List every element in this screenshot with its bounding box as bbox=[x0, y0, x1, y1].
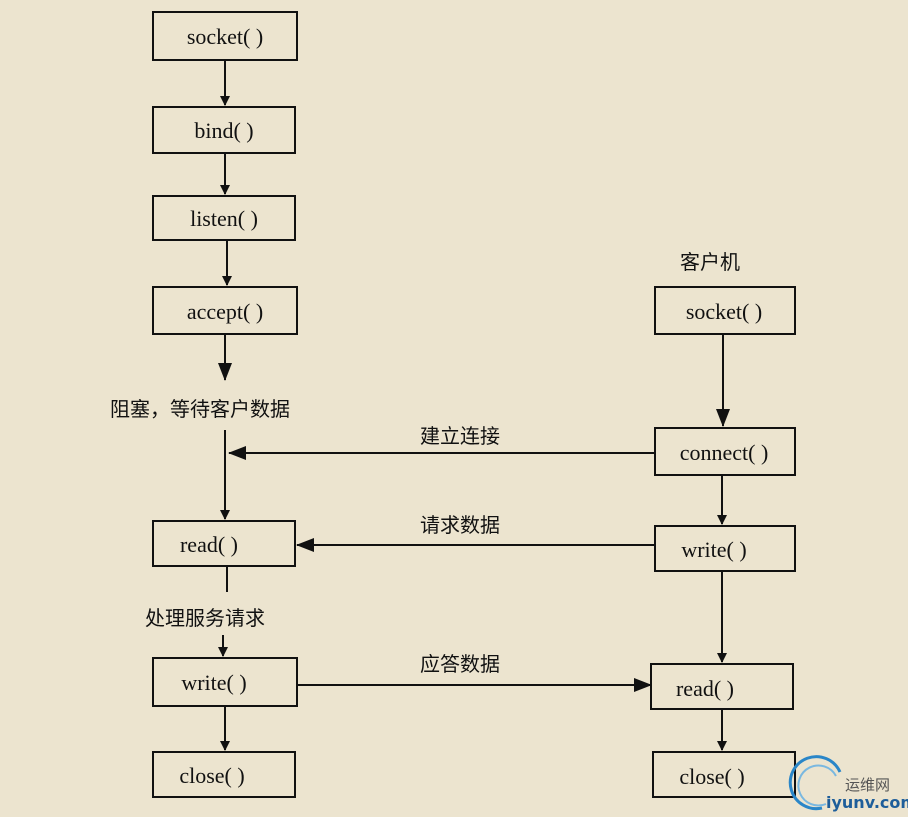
response-message-label: 应答数据 bbox=[420, 652, 500, 676]
server-listen-box: listen( ) bbox=[152, 195, 296, 241]
client-socket-label: socket( ) bbox=[686, 299, 762, 324]
server-bind-box: bind( ) bbox=[152, 106, 296, 154]
process-note: 处理服务请求 bbox=[145, 606, 265, 630]
connect-message-label: 建立连接 bbox=[420, 424, 500, 448]
client-title: 客户机 bbox=[680, 250, 740, 274]
server-socket-label: socket( ) bbox=[187, 24, 263, 49]
server-accept-label: accept( ) bbox=[187, 299, 263, 324]
client-close-box: close( ) bbox=[652, 751, 796, 798]
server-close-box: close( ) bbox=[152, 751, 296, 798]
client-write-box: write( ) bbox=[654, 525, 796, 572]
server-accept-box: accept( ) bbox=[152, 286, 298, 335]
watermark-cn: 运维网 bbox=[845, 776, 890, 794]
client-connect-label: connect( ) bbox=[680, 440, 769, 465]
client-connect-box: connect( ) bbox=[654, 427, 796, 476]
client-write-label: write( ) bbox=[681, 537, 746, 562]
server-bind-label: bind( ) bbox=[194, 118, 253, 143]
client-socket-box: socket( ) bbox=[654, 286, 796, 335]
watermark-en: iyunv.com bbox=[826, 793, 908, 812]
server-write-box: write( ) bbox=[152, 657, 298, 707]
client-read-box: read( ) bbox=[650, 663, 794, 710]
watermark-swoosh-icon bbox=[788, 755, 842, 811]
client-close-label: close( ) bbox=[679, 764, 744, 789]
blocking-note: 阻塞，等待客户数据 bbox=[110, 397, 290, 421]
server-read-box: read( ) bbox=[152, 520, 296, 567]
watermark-logo: 运维网 iyunv.com bbox=[788, 755, 908, 812]
server-close-label: close( ) bbox=[179, 763, 244, 788]
request-message-label: 请求数据 bbox=[420, 513, 500, 537]
server-write-label: write( ) bbox=[181, 670, 246, 695]
server-read-label: read( ) bbox=[180, 532, 238, 557]
client-read-label: read( ) bbox=[676, 676, 734, 701]
server-socket-box: socket( ) bbox=[152, 11, 298, 61]
server-listen-label: listen( ) bbox=[190, 206, 258, 231]
